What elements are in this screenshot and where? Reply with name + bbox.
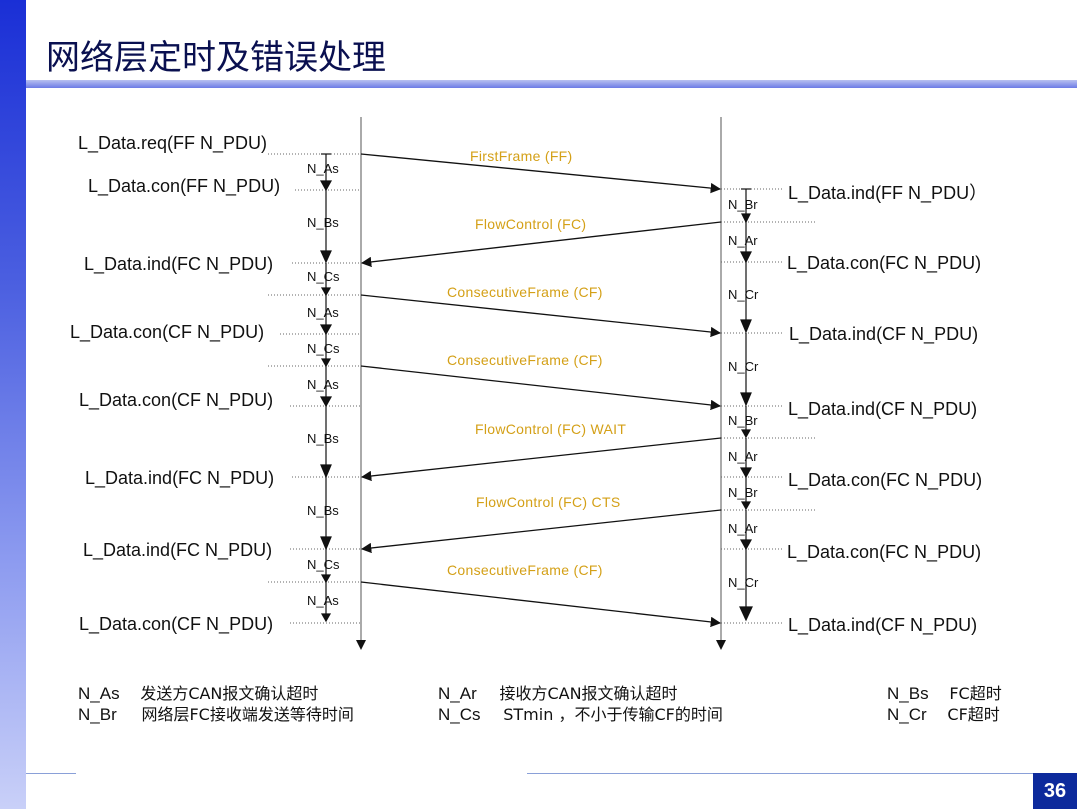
timer-label: N_Br [728, 413, 758, 428]
msg-cf-2 [360, 365, 722, 411]
timer-label: N_As [307, 161, 339, 176]
frame-label: FlowControl (FC) CTS [476, 494, 621, 510]
right-timer-arrows [739, 188, 753, 622]
msg-fc-wait [360, 437, 722, 482]
left-timer-arrows [319, 153, 333, 623]
timer-label: N_Br [728, 485, 758, 500]
footer-divider-right [527, 773, 1033, 774]
legend-code: N_Cs [438, 705, 481, 724]
left-primitive: L_Data.con(CF N_PDU) [79, 614, 274, 634]
left-primitive: L_Data.con(FF N_PDU) [88, 176, 281, 196]
frame-label: ConsecutiveFrame (CF) [447, 284, 603, 300]
timer-label: N_Bs [307, 503, 339, 518]
left-primitive: L_Data.ind(FC N_PDU) [83, 540, 273, 560]
legend-item: N_Cs STmin ，不小于传输CF的时间 [438, 701, 723, 725]
timer-label: N_As [307, 593, 339, 608]
timer-label: N_Ar [728, 233, 758, 248]
legend-code: N_Ar [438, 684, 477, 703]
timer-label: N_Ar [728, 521, 758, 536]
right-primitive: L_Data.ind(CF N_PDU) [788, 615, 978, 635]
frame-label: FlowControl (FC) WAIT [475, 421, 627, 437]
page-number: 36 [1033, 773, 1077, 809]
msg-cf-3 [360, 581, 722, 628]
right-primitive: L_Data.con(FC N_PDU) [788, 470, 983, 490]
right-primitive: L_Data.ind(FF N_PDU） [788, 183, 988, 203]
left-primitive: L_Data.req(FF N_PDU) [78, 133, 268, 153]
left-primitive: L_Data.con(CF N_PDU) [79, 390, 274, 410]
legend-desc: 发送方CAN报文确认超时 [140, 684, 319, 703]
msg-cf-1 [360, 294, 722, 338]
timer-label: N_Bs [307, 431, 339, 446]
legend-desc: FC超时 [949, 684, 1002, 703]
legend-desc: 网络层FC接收端发送等待时间 [141, 705, 354, 724]
left-primitive: L_Data.con(CF N_PDU) [70, 322, 265, 342]
timer-label: N_Ar [728, 449, 758, 464]
frame-label: FlowControl (FC) [475, 216, 587, 232]
title-divider [26, 80, 1077, 88]
legend-code: N_Bs [887, 684, 929, 703]
timer-label: N_As [307, 377, 339, 392]
timer-label: N_Bs [307, 215, 339, 230]
legend-item: N_Bs FC超时 [887, 680, 1002, 704]
legend-code: N_Br [78, 705, 117, 724]
legend-code: N_As [78, 684, 120, 703]
msg-fc-cts [360, 509, 722, 554]
slide-title: 网络层定时及错误处理 [46, 38, 386, 78]
left-primitive: L_Data.ind(FC N_PDU) [84, 254, 274, 274]
left-primitive: L_Data.ind(FC N_PDU) [85, 468, 275, 488]
legend-code: N_Cr [887, 705, 927, 724]
right-event-lines [721, 188, 815, 624]
timer-label: N_Br [728, 197, 758, 212]
timer-label: N_Cs [307, 269, 340, 284]
timer-label: N_As [307, 305, 339, 320]
frame-label: FirstFrame (FF) [470, 148, 573, 164]
right-primitive: L_Data.ind(CF N_PDU) [788, 399, 978, 419]
legend-item: N_As 发送方CAN报文确认超时 [78, 680, 318, 704]
receiver-lifeline-arrow [716, 640, 726, 650]
footer-divider-left [26, 773, 76, 774]
timer-label: N_Cr [728, 287, 759, 302]
msg-ff [360, 153, 722, 194]
timer-label: N_Cr [728, 359, 759, 374]
right-primitive: L_Data.con(FC N_PDU) [787, 253, 982, 273]
legend-desc: CF超时 [947, 705, 1000, 724]
frame-label: ConsecutiveFrame (CF) [447, 352, 603, 368]
timer-label: N_Cs [307, 341, 340, 356]
left-accent-bar [0, 0, 26, 809]
sender-lifeline-arrow [356, 640, 366, 650]
right-primitive: L_Data.con(FC N_PDU) [787, 542, 982, 562]
timer-label: N_Cr [728, 575, 759, 590]
right-primitive: L_Data.ind(CF N_PDU) [789, 324, 979, 344]
legend-desc: 接收方CAN报文确认超时 [499, 684, 678, 703]
legend-item: N_Br 网络层FC接收端发送等待时间 [78, 701, 354, 725]
timer-label: N_Cs [307, 557, 340, 572]
legend-item: N_Ar 接收方CAN报文确认超时 [438, 680, 678, 704]
message-arrows [360, 153, 722, 628]
msg-fc-1 [360, 221, 722, 268]
frame-label: ConsecutiveFrame (CF) [447, 562, 603, 578]
legend-item: N_Cr CF超时 [887, 701, 1000, 725]
legend-desc: STmin ，不小于传输CF的时间 [503, 705, 723, 724]
left-event-lines [268, 153, 361, 624]
